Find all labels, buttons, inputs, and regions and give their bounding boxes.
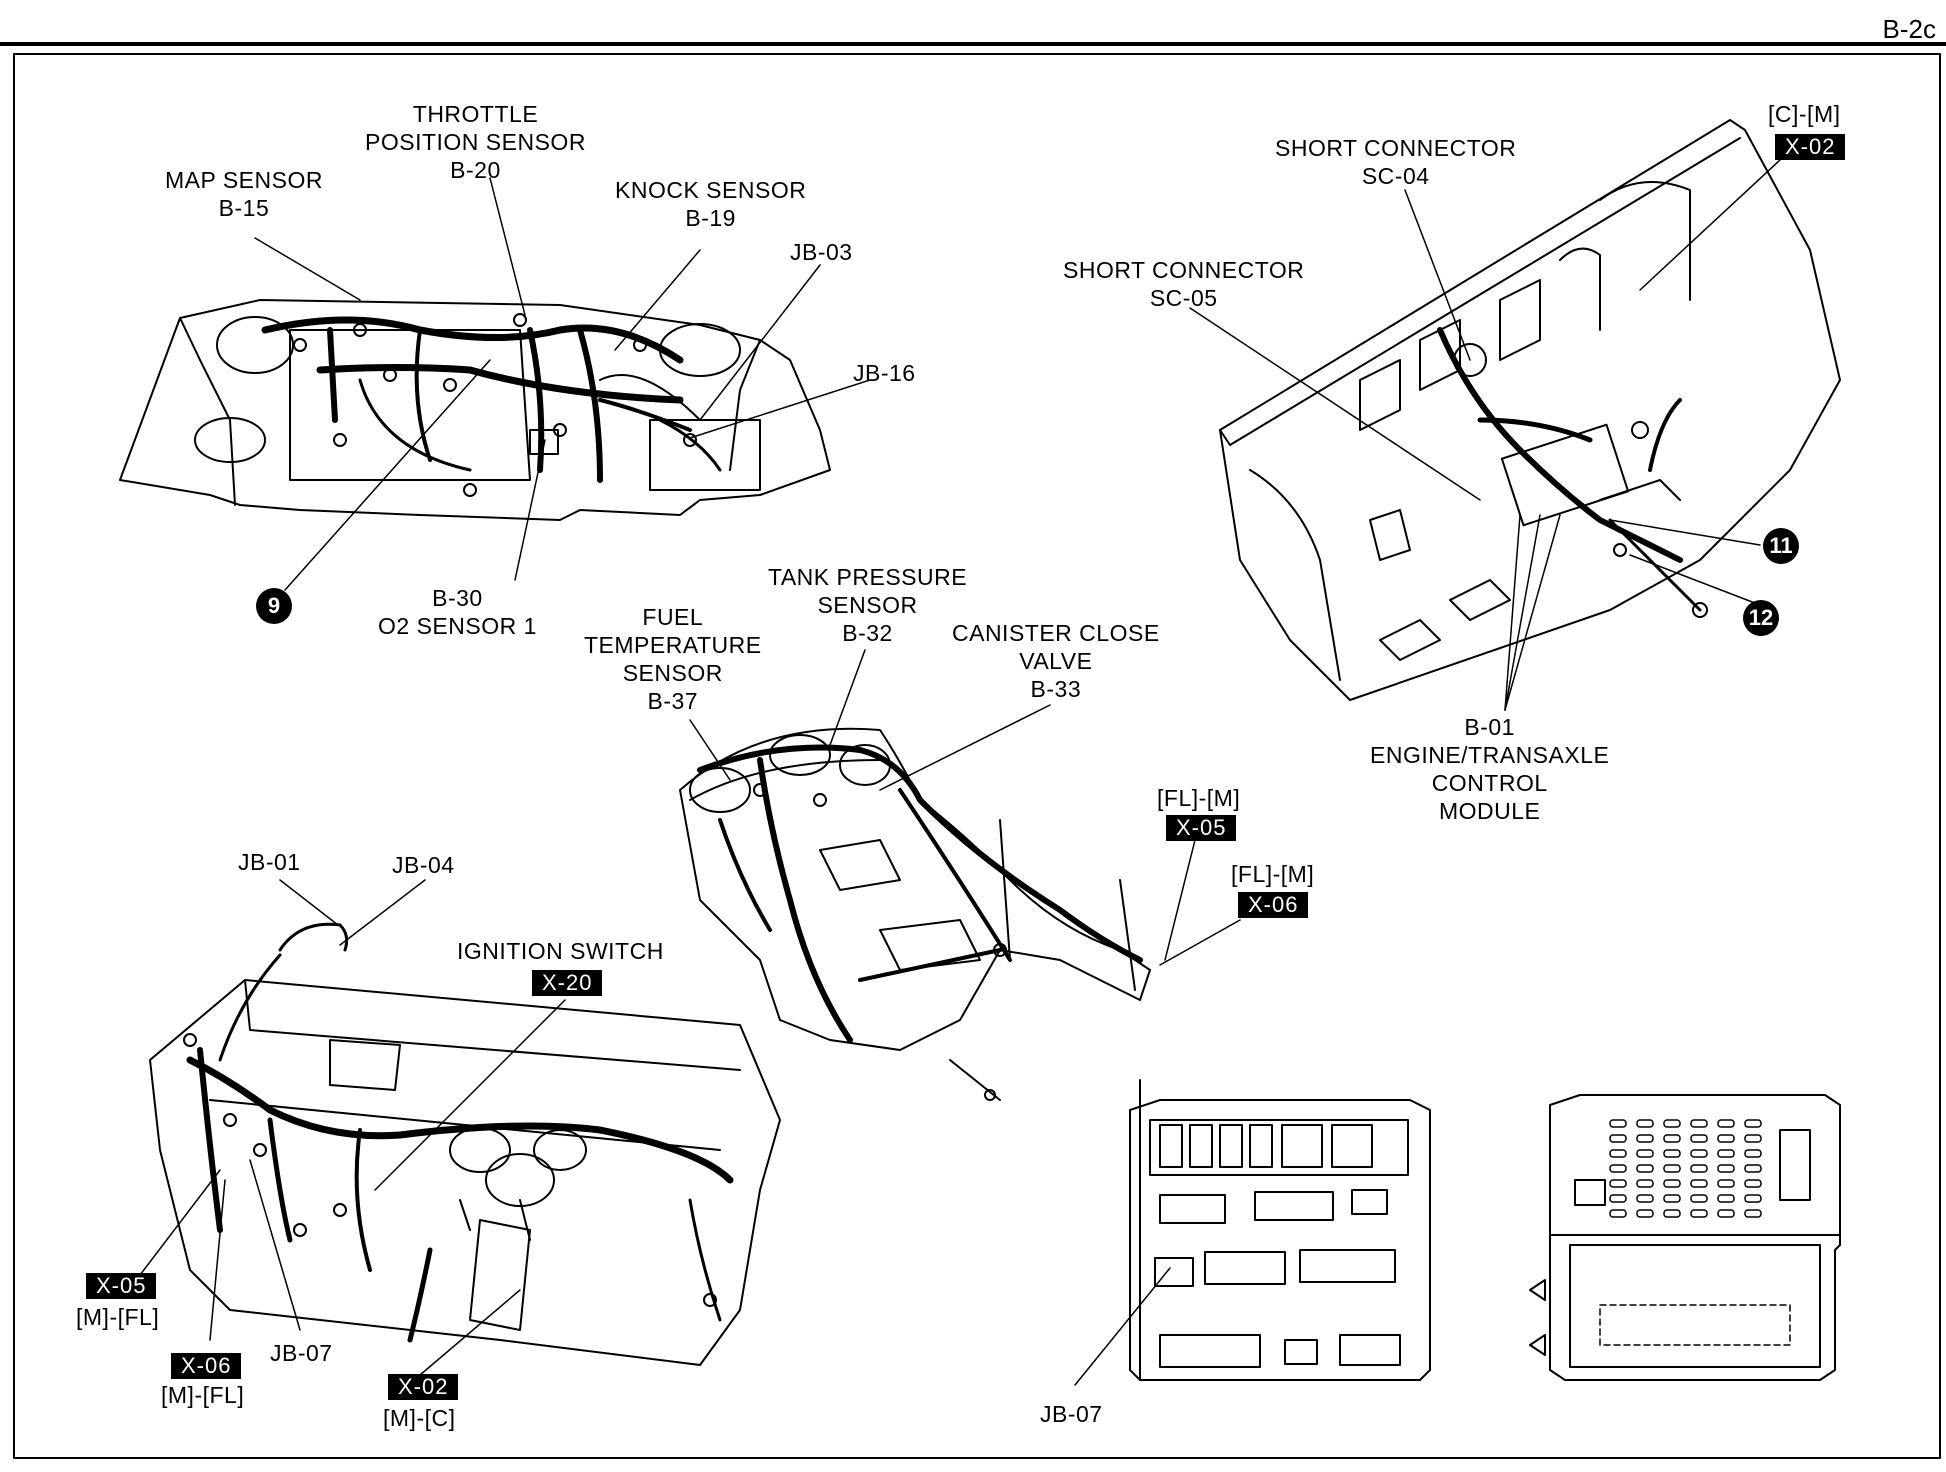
fuse-slot-grid	[1609, 1119, 1762, 1218]
fuse-slot	[1690, 1134, 1708, 1143]
ignition-switch-label: IGNITION SWITCH	[457, 938, 664, 964]
fuse-slot	[1663, 1194, 1681, 1203]
fuse-slot	[1717, 1119, 1735, 1128]
cabin-ecm-drawing	[1189, 119, 1841, 711]
fuse-slot	[1663, 1164, 1681, 1173]
jb-07-dash-label: JB-07	[270, 1340, 333, 1366]
callout-9: 9	[256, 588, 292, 624]
fuse-slot	[1690, 1179, 1708, 1188]
page-border	[13, 53, 1941, 1459]
fuse-slot	[1663, 1149, 1681, 1158]
connector-m-fl-label-1: [M]-[FL]	[76, 1304, 160, 1330]
fuse-slot	[1690, 1164, 1708, 1173]
jb-04-label: JB-04	[392, 852, 455, 878]
page-number: B-2c	[1882, 14, 1936, 44]
connector-fl-m-label-2: [FL]-[M]	[1231, 861, 1315, 887]
fuse-slot	[1690, 1194, 1708, 1203]
connector-x06-mid: X-06	[1238, 892, 1309, 918]
junction-box-rear-drawing	[1529, 1094, 1841, 1381]
junction-box-front-drawing	[1074, 1079, 1431, 1386]
fuse-slot	[1636, 1134, 1654, 1143]
engine-compartment-drawing	[119, 177, 871, 591]
fuse-slot	[1636, 1119, 1654, 1128]
connector-x02-bottom: X-02	[388, 1374, 459, 1400]
fuse-slot	[1663, 1134, 1681, 1143]
fuse-slot	[1744, 1149, 1762, 1158]
floor-harness-drawing	[679, 649, 1241, 1101]
callout-12: 12	[1743, 600, 1779, 636]
fuse-slot	[1717, 1149, 1735, 1158]
fuse-slot	[1636, 1179, 1654, 1188]
fuse-slot	[1744, 1119, 1762, 1128]
connector-x06-bottom: X-06	[171, 1353, 242, 1379]
fuse-slot	[1690, 1209, 1708, 1218]
fuse-slot	[1663, 1209, 1681, 1218]
fuse-slot	[1636, 1194, 1654, 1203]
fuse-slot	[1744, 1134, 1762, 1143]
fuse-slot	[1609, 1134, 1627, 1143]
connector-fl-m-label-1: [FL]-[M]	[1157, 785, 1241, 811]
fuse-slot	[1609, 1119, 1627, 1128]
fuse-slot	[1717, 1194, 1735, 1203]
jb-01-label: JB-01	[238, 849, 301, 875]
fuse-slot	[1636, 1149, 1654, 1158]
fuse-slot	[1717, 1179, 1735, 1188]
fuse-slot	[1690, 1149, 1708, 1158]
fuse-slot	[1609, 1194, 1627, 1203]
fuse-slot	[1744, 1209, 1762, 1218]
connector-m-fl-label-2: [M]-[FL]	[161, 1382, 245, 1408]
jb-16-label: JB-16	[853, 360, 916, 386]
fuse-slot	[1690, 1119, 1708, 1128]
fuse-slot	[1744, 1194, 1762, 1203]
connector-x20: X-20	[532, 970, 603, 996]
connector-m-c-label: [M]-[C]	[383, 1405, 456, 1431]
connector-x05-mid: X-05	[1166, 815, 1237, 841]
fuse-slot	[1744, 1164, 1762, 1173]
fuse-slot	[1663, 1119, 1681, 1128]
connector-x02-top: X-02	[1775, 134, 1846, 160]
fuse-slot	[1609, 1179, 1627, 1188]
fuse-slot	[1744, 1179, 1762, 1188]
fuse-slot	[1609, 1209, 1627, 1218]
fuse-slot	[1717, 1164, 1735, 1173]
dashboard-harness-drawing	[139, 879, 781, 1376]
fuse-slot	[1636, 1164, 1654, 1173]
fuse-slot	[1717, 1134, 1735, 1143]
fuse-slot	[1636, 1209, 1654, 1218]
fuse-slot	[1609, 1149, 1627, 1158]
connector-c-m-label: [C]-[M]	[1768, 101, 1841, 127]
connector-x05-bottom: X-05	[86, 1273, 157, 1299]
jb-07-box-label: JB-07	[1040, 1401, 1103, 1427]
fuse-slot	[1609, 1164, 1627, 1173]
callout-11: 11	[1763, 528, 1799, 564]
fuse-slot	[1717, 1209, 1735, 1218]
jb-03-label: JB-03	[790, 239, 853, 265]
fuse-slot	[1663, 1179, 1681, 1188]
